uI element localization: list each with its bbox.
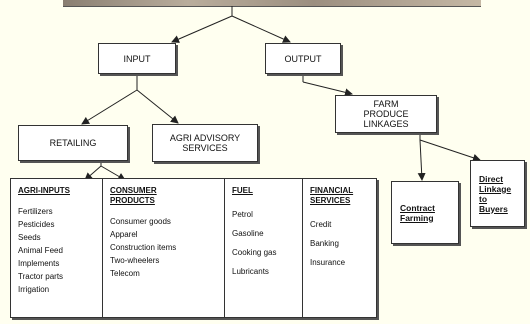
list-item: Telecom [110,269,140,278]
input-label: INPUT [123,53,151,64]
list-item: Irrigation [18,285,50,294]
list-item: Insurance [310,258,346,267]
list-item: Cooking gas [232,248,277,257]
retailing-label: RETAILING [49,138,97,148]
column-financial-services: FINANCIAL SERVICES Credit Banking Insura… [303,179,376,317]
list-item: Two-wheelers [110,256,160,265]
agri-advisory-box: AGRI ADVISORY SERVICES [152,124,258,162]
top-banner-image [63,0,481,7]
list-item: Fertilizers [18,207,53,216]
agri-advisory-label: AGRI ADVISORY SERVICES [169,133,241,153]
list-item: Implements [18,259,60,268]
farm-produce-linkages-label: FARM PRODUCE LINKAGES [363,99,409,129]
arrow-to-direct-linkage [419,139,481,162]
list-item: Credit [310,220,332,229]
list-item: Lubricants [232,267,269,276]
column-items: Fertilizers Pesticides Seeds Animal Feed… [18,205,102,296]
column-items: Credit Banking Insurance [310,215,376,272]
list-item: Petrol [232,210,253,219]
column-title: CONSUMER PRODUCTS [110,186,157,205]
column-items: Consumer goods Apparel Construction item… [110,215,224,280]
list-item: Animal Feed [18,246,63,255]
contract-farming-box: Contract Farming [391,181,459,244]
list-item: Pesticides [18,220,55,229]
column-consumer-products: CONSUMER PRODUCTS Consumer goods Apparel… [103,179,225,317]
arrow-to-farm-produce [302,81,353,97]
retailing-box: RETAILING [18,125,128,161]
list-item: Tractor parts [18,272,64,281]
contract-farming-label: Contract Farming [400,202,435,223]
list-item: Consumer goods [110,217,171,226]
column-items: Petrol Gasoline Cooking gas Lubricants [232,205,302,281]
column-title: AGRI-INPUTS [18,186,70,195]
list-item: Banking [310,239,339,248]
column-title: FUEL [232,186,253,195]
direct-linkage-label: Direct Linkage to Buyers [479,173,512,214]
arrow-to-contract-farming [417,139,426,181]
list-item: Construction items [110,243,177,252]
input-box: INPUT [98,43,176,74]
arrow-to-consumer-products [100,165,126,181]
column-fuel: FUEL Petrol Gasoline Cooking gas Lubrica… [225,179,303,317]
arrow-to-agri-inputs [84,165,102,181]
output-label: OUTPUT [284,53,322,64]
column-agri-inputs: AGRI-INPUTS Fertilizers Pesticides Seeds… [11,179,103,317]
output-box: OUTPUT [265,43,341,74]
arrow-to-retailing [81,89,138,125]
arrow-to-input [171,15,233,43]
farm-produce-linkages-box: FARM PRODUCE LINKAGES [335,95,437,133]
direct-linkage-box: Direct Linkage to Buyers [470,160,525,227]
list-item: Gasoline [232,229,264,238]
arrow-to-agri-advisory [136,89,179,124]
column-title: FINANCIAL SERVICES [310,186,354,205]
arrow-to-output [231,15,291,43]
list-item: Seeds [18,233,41,242]
retail-categories-table: AGRI-INPUTS Fertilizers Pesticides Seeds… [10,178,377,318]
list-item: Apparel [110,230,138,239]
